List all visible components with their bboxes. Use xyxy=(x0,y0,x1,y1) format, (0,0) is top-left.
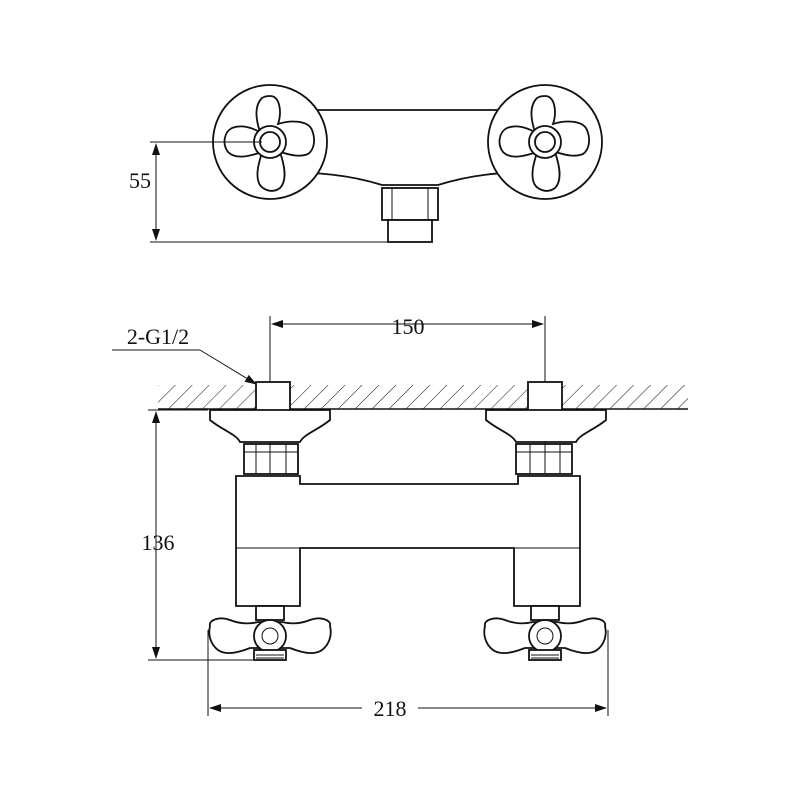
dimension-136-label: 136 xyxy=(142,530,175,555)
dimension-150-label: 150 xyxy=(392,314,425,339)
right-eccentric-connector xyxy=(485,381,607,475)
front-view: 150 2-G1/2 xyxy=(112,314,688,722)
dimension-55: 55 xyxy=(129,141,392,243)
right-cross-handle-top xyxy=(487,84,603,200)
left-cross-handle-front xyxy=(208,605,332,661)
thread-label: 2-G1/2 xyxy=(127,324,189,349)
mixer-body xyxy=(235,475,581,607)
dimension-55-label: 55 xyxy=(129,168,151,193)
top-view: 55 xyxy=(129,84,603,243)
right-cross-handle-front xyxy=(483,605,607,661)
wall-hatch xyxy=(158,385,688,410)
left-eccentric-connector xyxy=(209,381,331,475)
dimension-218-label: 218 xyxy=(374,696,407,721)
dimension-136: 136 xyxy=(142,409,258,661)
dimension-218: 218 xyxy=(207,630,609,722)
thread-leader: 2-G1/2 xyxy=(112,324,257,385)
top-view-outlet xyxy=(381,187,439,243)
